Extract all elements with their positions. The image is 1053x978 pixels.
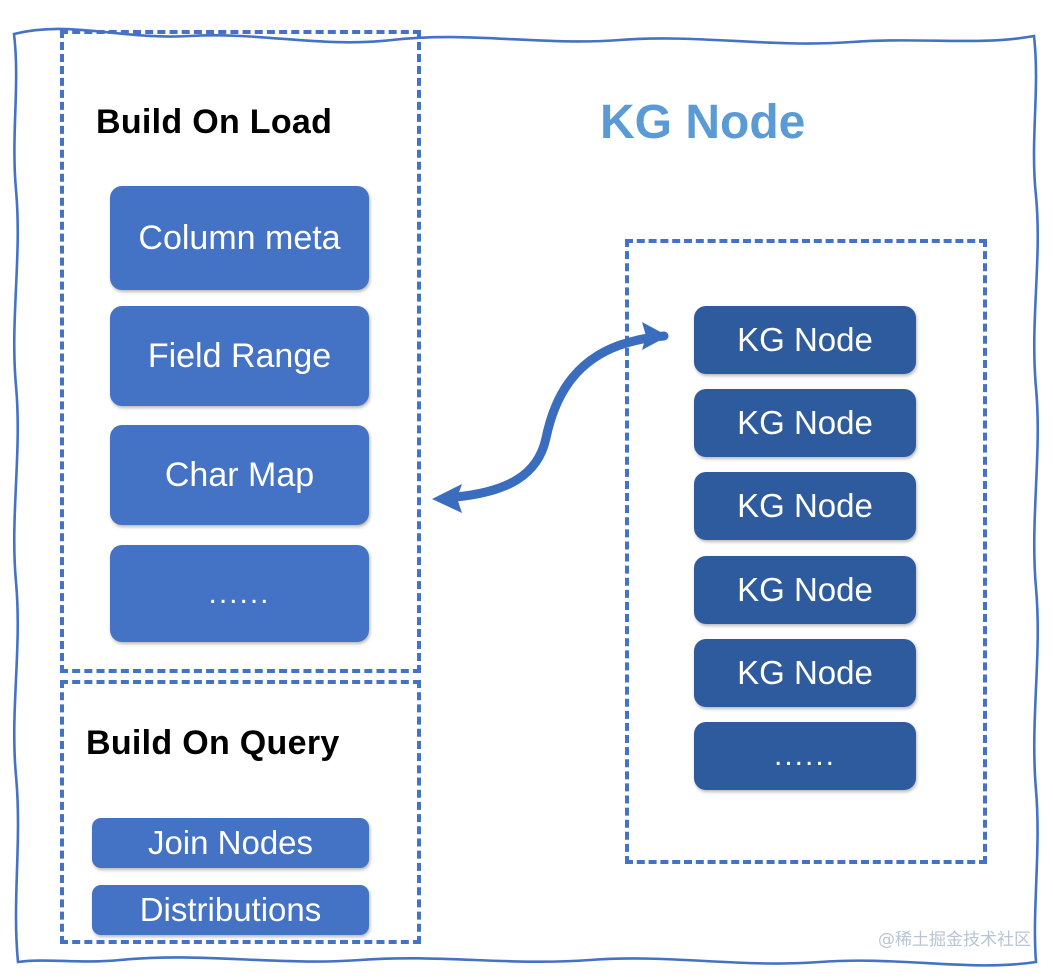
item-field-range[interactable]: Field Range <box>110 306 369 406</box>
item-column-meta[interactable]: Column meta <box>110 186 369 290</box>
item-label: ...... <box>773 739 836 773</box>
kg-node-group <box>625 239 987 864</box>
item-label: Column meta <box>138 218 341 257</box>
kg-node-item-2[interactable]: KG Node <box>694 389 916 457</box>
item-join-nodes[interactable]: Join Nodes <box>92 818 369 868</box>
item-label: Field Range <box>147 336 332 375</box>
kg-node-item-5[interactable]: KG Node <box>694 639 916 707</box>
item-label: Distributions <box>139 890 322 928</box>
build-on-query-group <box>60 680 421 944</box>
kg-node-title: KG Node <box>600 96 806 149</box>
item-label: Char Map <box>164 455 315 494</box>
item-build-on-load-ellipsis[interactable]: ...... <box>110 545 369 642</box>
item-label: KG Node <box>737 486 873 524</box>
watermark: @稀土掘金技术社区 <box>878 930 1031 950</box>
item-char-map[interactable]: Char Map <box>110 425 369 525</box>
kg-node-item-1[interactable]: KG Node <box>694 306 916 374</box>
item-label: Join Nodes <box>147 823 314 861</box>
item-label: KG Node <box>737 570 873 608</box>
item-label: KG Node <box>737 320 873 358</box>
kg-node-item-ellipsis[interactable]: ...... <box>694 722 916 790</box>
build-on-load-title: Build On Load <box>96 103 333 141</box>
item-label: KG Node <box>737 403 873 441</box>
item-label: ...... <box>208 576 271 610</box>
build-on-load-group <box>60 30 421 673</box>
build-on-query-title: Build On Query <box>86 724 340 762</box>
kg-node-item-3[interactable]: KG Node <box>694 472 916 540</box>
item-distributions[interactable]: Distributions <box>92 885 369 935</box>
item-label: KG Node <box>737 653 873 691</box>
kg-node-item-4[interactable]: KG Node <box>694 556 916 624</box>
